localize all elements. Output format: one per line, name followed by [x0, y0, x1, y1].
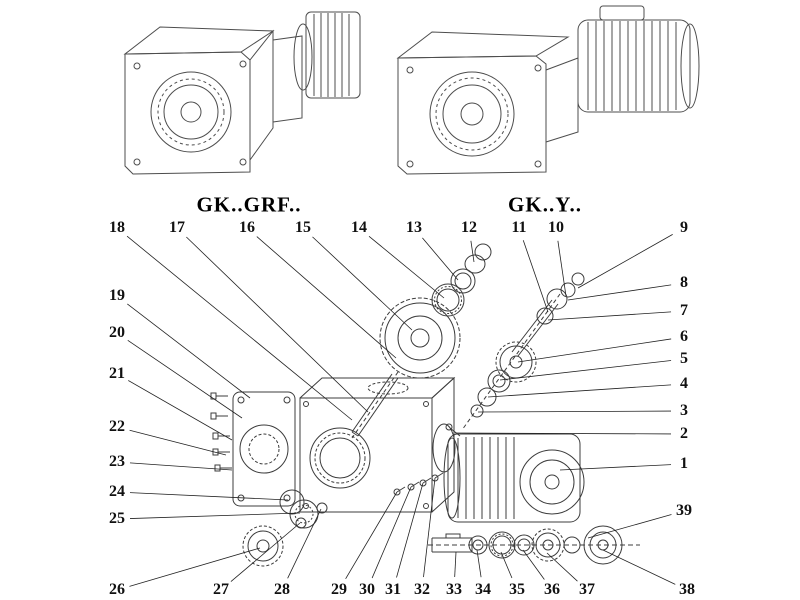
part-number-34: 34	[473, 581, 493, 598]
part-number-36: 36	[542, 581, 562, 598]
leader-line-10	[557, 240, 567, 297]
part-number-16: 16	[237, 219, 257, 236]
part-number-2: 2	[678, 425, 690, 442]
leader-line-39	[587, 514, 672, 539]
part-number-23: 23	[107, 453, 127, 470]
leader-line-8	[567, 284, 672, 301]
model-label-gk-grf: GK..GRF..	[196, 192, 302, 217]
part-number-25: 25	[107, 510, 127, 527]
leader-line-21	[128, 380, 233, 441]
leader-line-5	[499, 360, 672, 381]
assembled-view-gk-grf	[123, 11, 361, 175]
part-number-4: 4	[678, 375, 690, 392]
part-number-18: 18	[107, 219, 127, 236]
part-number-7: 7	[678, 302, 690, 319]
part-number-29: 29	[329, 581, 349, 598]
leader-line-26	[129, 547, 261, 587]
leader-line-31	[396, 482, 424, 578]
leader-line-7	[547, 311, 672, 321]
leader-line-11	[522, 240, 549, 313]
leader-line-33	[454, 551, 457, 578]
part-number-30: 30	[357, 581, 377, 598]
leader-line-27	[230, 522, 301, 582]
leader-line-18	[126, 235, 353, 421]
leader-line-13	[422, 237, 459, 281]
part-number-27: 27	[211, 581, 231, 598]
leader-line-12	[470, 240, 475, 263]
leader-line-4	[487, 384, 672, 398]
part-number-13: 13	[404, 219, 424, 236]
part-number-10: 10	[546, 219, 566, 236]
leader-line-3	[477, 410, 672, 413]
part-number-21: 21	[107, 365, 127, 382]
leader-line-9	[577, 234, 673, 289]
part-number-37: 37	[577, 581, 597, 598]
leader-line-38	[602, 549, 676, 585]
leader-line-14	[368, 235, 445, 299]
part-number-24: 24	[107, 483, 127, 500]
part-number-38: 38	[677, 581, 697, 598]
part-number-11: 11	[509, 219, 529, 236]
leader-line-19	[127, 303, 251, 399]
leader-line-37	[546, 552, 578, 582]
leader-line-32	[423, 477, 436, 578]
part-number-22: 22	[107, 418, 127, 435]
part-number-28: 28	[272, 581, 292, 598]
leader-line-28	[287, 508, 322, 579]
part-number-3: 3	[678, 402, 690, 419]
leader-line-6	[517, 338, 672, 363]
part-number-26: 26	[107, 581, 127, 598]
part-number-33: 33	[444, 581, 464, 598]
leader-line-2	[454, 432, 672, 435]
part-number-1: 1	[678, 455, 690, 472]
leader-line-30	[371, 486, 412, 579]
part-number-39: 39	[674, 502, 694, 519]
leader-line-15	[312, 236, 413, 331]
leader-line-36	[522, 549, 545, 580]
model-label-gk-y: GK..Y..	[508, 192, 582, 217]
part-number-32: 32	[412, 581, 432, 598]
part-number-5: 5	[678, 350, 690, 367]
leader-line-34	[476, 549, 482, 578]
part-number-17: 17	[167, 219, 187, 236]
assembled-view-gk-y	[396, 5, 700, 175]
leader-line-17	[186, 236, 369, 413]
part-number-19: 19	[107, 287, 127, 304]
part-number-20: 20	[107, 324, 127, 341]
leader-line-1	[559, 464, 672, 471]
part-number-12: 12	[459, 219, 479, 236]
leader-line-29	[345, 491, 398, 580]
leader-line-35	[500, 551, 513, 579]
part-number-9: 9	[678, 219, 690, 236]
part-number-8: 8	[678, 274, 690, 291]
leader-line-25	[129, 512, 301, 519]
part-number-31: 31	[383, 581, 403, 598]
part-number-15: 15	[293, 219, 313, 236]
part-number-6: 6	[678, 328, 690, 345]
part-number-35: 35	[507, 581, 527, 598]
leader-line-16	[256, 236, 397, 359]
part-number-14: 14	[349, 219, 369, 236]
leader-line-24	[129, 492, 289, 501]
leader-line-20	[127, 339, 243, 419]
leader-line-22	[129, 429, 227, 456]
leader-line-23	[129, 462, 233, 471]
